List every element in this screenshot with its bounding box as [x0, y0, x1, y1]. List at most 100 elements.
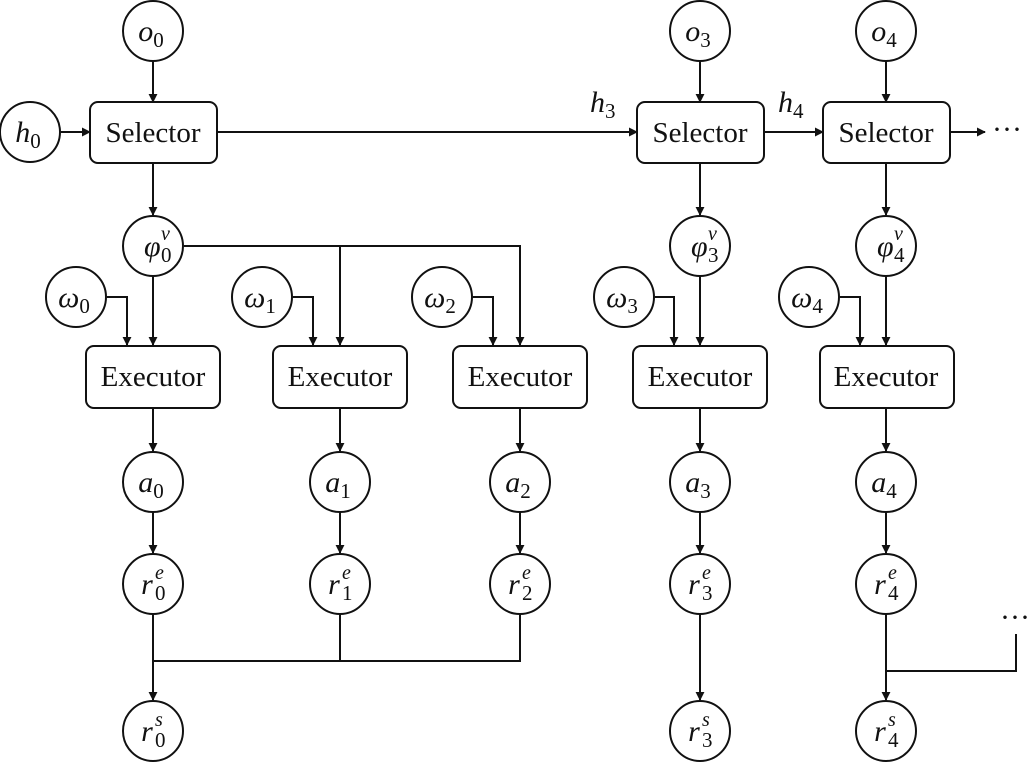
node-phi3: φ v 3	[669, 215, 731, 277]
node-rs4: r s 4	[855, 700, 917, 762]
svg-text:3: 3	[702, 581, 713, 605]
svg-text:r: r	[688, 568, 700, 601]
svg-text:r: r	[874, 568, 886, 601]
executor-box-0: Executor	[85, 345, 221, 409]
edge-w1-executor1	[293, 296, 318, 346]
svg-text:4: 4	[894, 243, 905, 267]
node-w0: ω0	[45, 266, 107, 328]
node-o0: o0	[122, 0, 184, 62]
svg-text:h0: h0	[15, 116, 41, 153]
edge-continuation-merge	[886, 634, 1017, 672]
node-w1: ω1	[231, 266, 293, 328]
selector-box-4: Selector	[822, 101, 951, 164]
node-o4: o4	[855, 0, 917, 62]
node-w4: ω4	[778, 266, 840, 328]
svg-text:φ: φ	[144, 230, 161, 263]
svg-text:a1: a1	[325, 466, 351, 503]
node-re3: r e 3	[669, 553, 731, 615]
svg-text:s: s	[702, 709, 710, 731]
svg-text:o4: o4	[871, 15, 897, 52]
svg-text:ω2: ω2	[424, 281, 456, 318]
svg-text:3: 3	[708, 243, 719, 267]
node-phi0: φ v 0	[122, 215, 184, 277]
svg-text:e: e	[342, 562, 351, 584]
executor-label: Executor	[468, 361, 573, 393]
svg-text:a4: a4	[871, 466, 897, 503]
svg-text:r: r	[508, 568, 520, 601]
node-a0: a0	[122, 451, 184, 513]
svg-text:s: s	[888, 709, 896, 731]
edge-w0-executor0	[107, 296, 132, 346]
circle-nodes: o0 o3 o4 h0 φ v 0 φ v 3 φ	[0, 0, 917, 762]
edges	[61, 61, 1017, 701]
svg-text:4: 4	[888, 581, 899, 605]
edge-phi0-executor2	[340, 245, 525, 346]
svg-text:φ: φ	[691, 230, 708, 263]
svg-text:a3: a3	[685, 466, 711, 503]
node-a3: a3	[669, 451, 731, 513]
edge-w4-executor4	[840, 296, 865, 346]
executor-box-3: Executor	[632, 345, 768, 409]
selector-boxes: Selector Selector Selector	[89, 101, 951, 164]
svg-text:a2: a2	[505, 466, 531, 503]
executor-box-2: Executor	[452, 345, 588, 409]
executor-label: Executor	[834, 361, 939, 393]
selector-label: Selector	[105, 117, 200, 149]
edge-labels: h3 h4	[590, 86, 804, 123]
svg-text:e: e	[888, 562, 897, 584]
svg-text:s: s	[155, 709, 163, 731]
edge-w3-executor3	[655, 296, 679, 346]
ellipsis-bottom: ···	[1000, 601, 1028, 634]
svg-text:r: r	[141, 568, 153, 601]
svg-text:v: v	[894, 223, 903, 245]
executor-box-4: Executor	[819, 345, 955, 409]
executor-label: Executor	[288, 361, 393, 393]
svg-text:2: 2	[522, 581, 533, 605]
selector-label: Selector	[652, 117, 747, 149]
svg-text:ω0: ω0	[58, 281, 90, 318]
svg-text:1: 1	[342, 581, 353, 605]
executor-boxes: Executor Executor Executor Executor Exec…	[85, 345, 955, 409]
svg-text:v: v	[708, 223, 717, 245]
svg-text:v: v	[161, 223, 170, 245]
selector-box-3: Selector	[636, 101, 765, 164]
selector-box-0: Selector	[89, 101, 218, 164]
node-w2: ω2	[411, 266, 473, 328]
svg-text:ω4: ω4	[791, 281, 823, 318]
node-h0: h0	[0, 101, 61, 163]
svg-text:e: e	[522, 562, 531, 584]
node-a2: a2	[489, 451, 551, 513]
node-w3: ω3	[593, 266, 655, 328]
node-re2: r e 2	[489, 553, 551, 615]
node-re1: r e 1	[309, 553, 371, 615]
svg-text:r: r	[141, 715, 153, 748]
svg-text:e: e	[155, 562, 164, 584]
svg-text:e: e	[702, 562, 711, 584]
svg-text:φ: φ	[877, 230, 894, 263]
executor-label: Executor	[101, 361, 206, 393]
edge-w2-executor2	[473, 296, 498, 346]
svg-text:r: r	[688, 715, 700, 748]
svg-text:4: 4	[888, 728, 899, 752]
node-re4: r e 4	[855, 553, 917, 615]
svg-text:o0: o0	[138, 15, 164, 52]
node-rs0: r s 0	[122, 700, 184, 762]
edge-label-h4: h4	[778, 86, 804, 123]
svg-text:o3: o3	[685, 15, 711, 52]
selector-label: Selector	[838, 117, 933, 149]
edge-label-h3: h3	[590, 86, 616, 123]
svg-text:a0: a0	[138, 466, 164, 503]
svg-text:ω1: ω1	[244, 281, 276, 318]
svg-text:3: 3	[702, 728, 713, 752]
node-phi4: φ v 4	[855, 215, 917, 277]
edge-re2-merge	[340, 614, 521, 662]
node-a1: a1	[309, 451, 371, 513]
edge-re1-merge	[153, 614, 341, 662]
node-re0: r e 0	[122, 553, 184, 615]
svg-text:ω3: ω3	[606, 281, 638, 318]
svg-text:0: 0	[155, 728, 166, 752]
node-rs3: r s 3	[669, 700, 731, 762]
svg-text:r: r	[328, 568, 340, 601]
svg-text:0: 0	[155, 581, 166, 605]
executor-box-1: Executor	[272, 345, 408, 409]
